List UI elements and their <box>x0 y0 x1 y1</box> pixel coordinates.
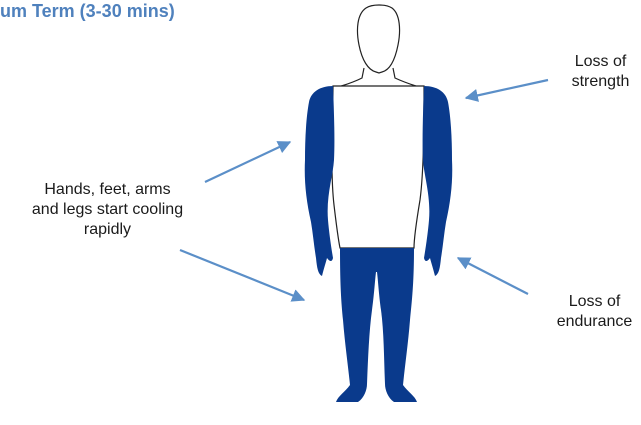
legs <box>336 248 417 402</box>
arrow-endurance <box>458 258 528 294</box>
label-line: rapidly <box>5 220 210 240</box>
left-arm <box>305 86 335 276</box>
label-line: endurance <box>548 312 641 332</box>
label-line: strength <box>560 72 641 92</box>
label-loss-of-strength: Loss of strength <box>560 52 641 92</box>
label-hands-feet-cooling: Hands, feet, arms and legs start cooling… <box>5 180 210 240</box>
label-line: Hands, feet, arms <box>5 180 210 200</box>
arrow-strength <box>466 80 548 98</box>
label-line: and legs start cooling <box>5 200 210 220</box>
head-outline <box>357 5 399 73</box>
torso-outline <box>332 86 424 248</box>
arrow-hands-lower <box>180 250 304 300</box>
label-line: Loss of <box>548 292 641 312</box>
arrow-hands-upper <box>205 142 290 182</box>
label-loss-of-endurance: Loss of endurance <box>548 292 641 332</box>
label-line: Loss of <box>560 52 641 72</box>
right-arm <box>423 86 453 276</box>
